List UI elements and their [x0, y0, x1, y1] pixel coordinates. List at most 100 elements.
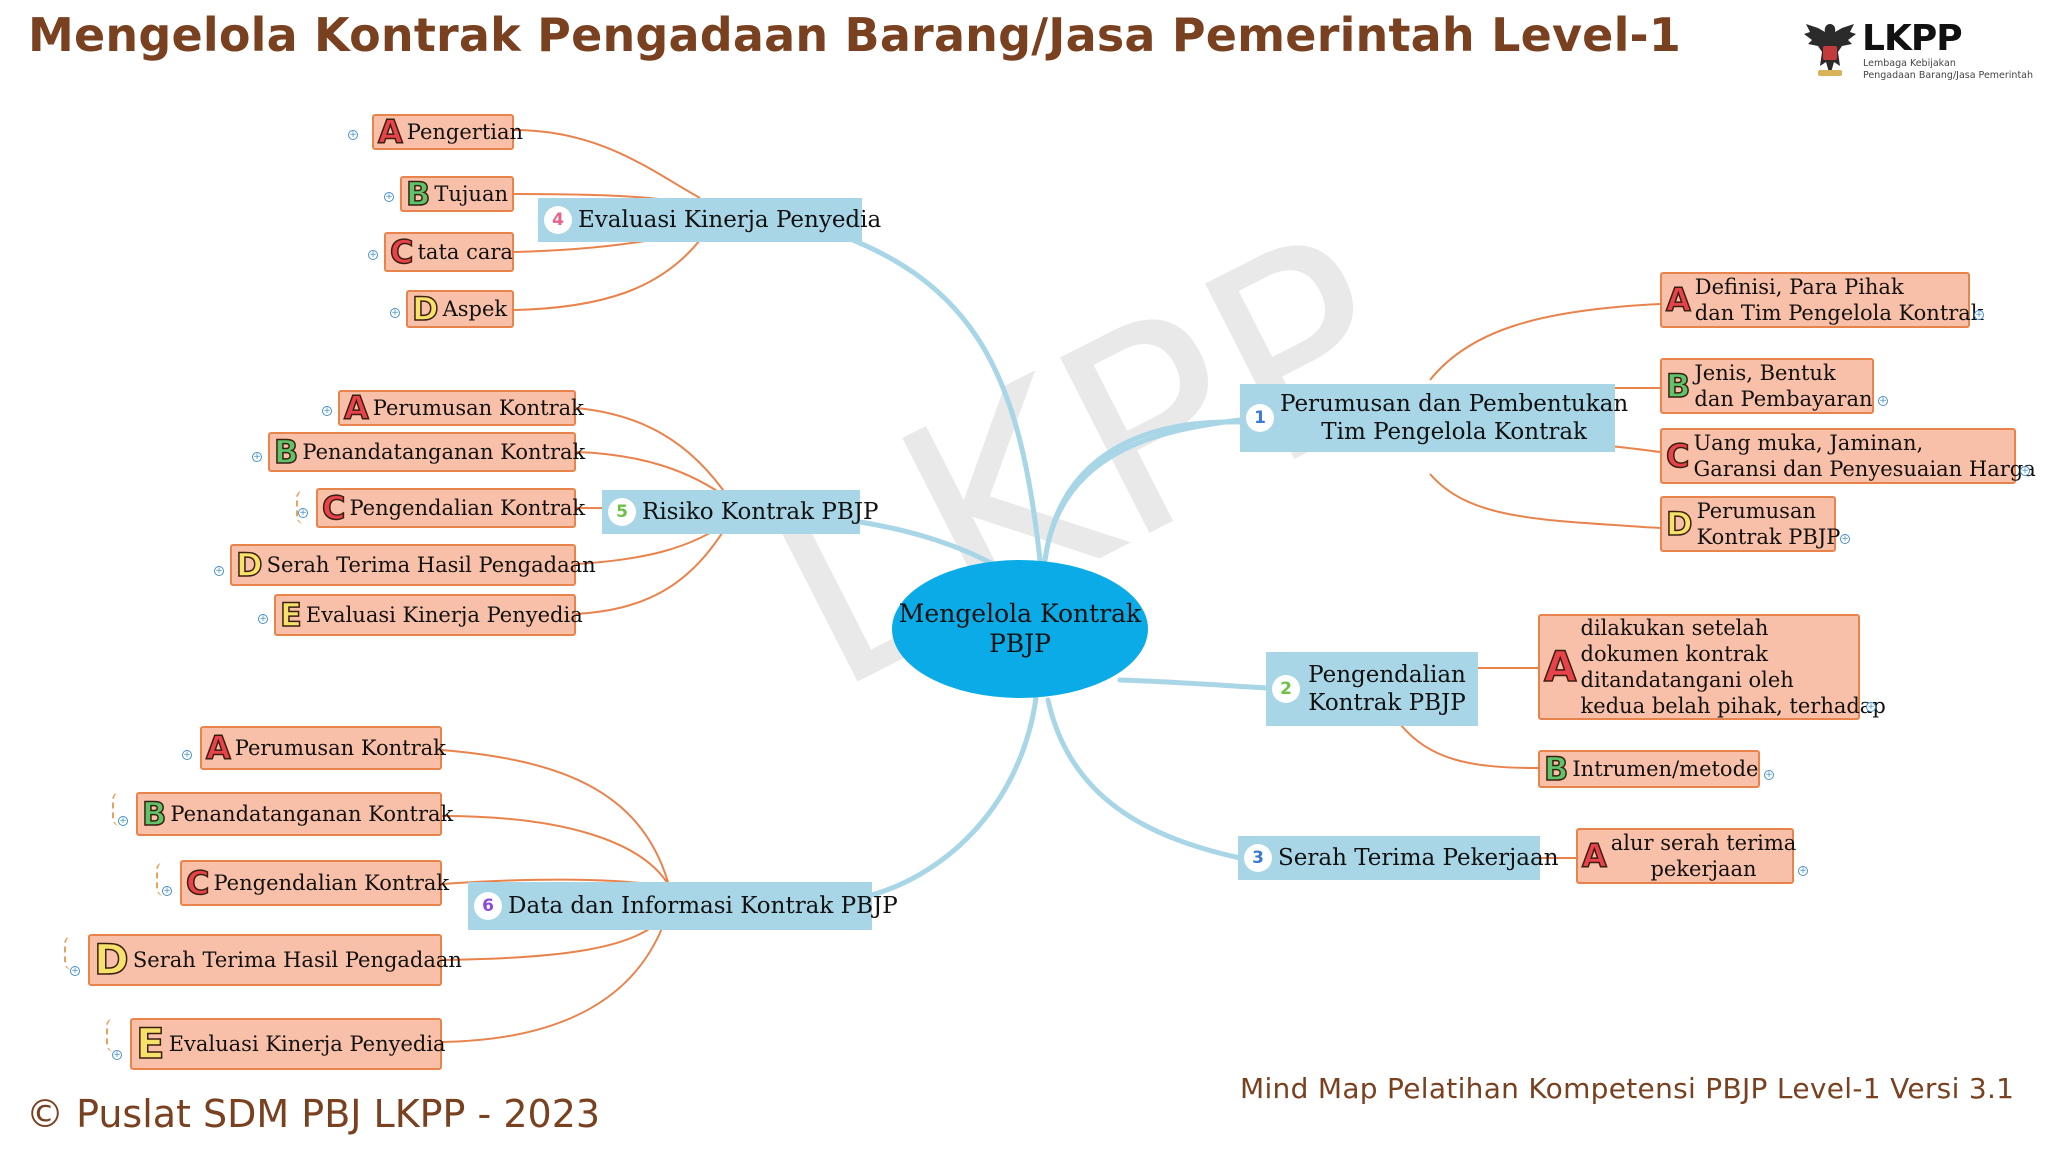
expand-toggle-icon[interactable]	[1764, 770, 1774, 780]
collapse-tail	[106, 1018, 116, 1052]
leaf-5e[interactable]: E Evaluasi Kinerja Penyedia	[274, 594, 583, 636]
letter-c-icon: C	[185, 864, 210, 902]
letter-c-icon: C	[1665, 437, 1690, 475]
leaf-4a[interactable]: A Pengertian	[372, 113, 523, 151]
branch-5-risiko[interactable]: 5 Risiko Kontrak PBJP	[602, 490, 878, 534]
leaf-2b[interactable]: B Intrumen/metode	[1538, 750, 1760, 788]
letter-a-icon: A	[1581, 837, 1607, 875]
letter-b-icon: B	[1543, 750, 1569, 788]
leaf-label: Penandatanganan Kontrak	[302, 440, 586, 464]
expand-toggle-icon[interactable]	[390, 308, 400, 318]
logo-subtitle: Lembaga Kebijakan Pengadaan Barang/Jasa …	[1863, 58, 2034, 81]
expand-toggle-icon[interactable]	[118, 816, 128, 826]
letter-b-icon: B	[141, 795, 167, 833]
leaf-label: Pengendalian Kontrak	[349, 496, 586, 520]
letter-a-icon: A	[205, 729, 231, 767]
leaf-6e[interactable]: E Evaluasi Kinerja Penyedia	[130, 1018, 446, 1070]
letter-d-icon: D	[411, 290, 439, 328]
branch-label: Pengendalian Kontrak PBJP	[1308, 662, 1466, 716]
leaf-label: Serah Terima Hasil Pengadaan	[132, 948, 462, 972]
letter-a-icon: A	[377, 113, 403, 151]
expand-toggle-icon[interactable]	[2020, 466, 2030, 476]
central-topic[interactable]: Mengelola Kontrak PBJP	[892, 560, 1148, 698]
leaf-label: Aspek	[442, 297, 508, 321]
letter-e-icon: E	[279, 596, 302, 634]
leaf-5c[interactable]: C Pengendalian Kontrak	[316, 488, 585, 528]
letter-d-icon: D	[1665, 505, 1693, 543]
branch-label: Perumusan dan Pembentukan Tim Pengelola …	[1280, 391, 1629, 445]
collapse-tail	[64, 936, 74, 970]
leaf-label: Intrumen/metode	[1572, 757, 1759, 781]
leaf-5b[interactable]: B Penandatanganan Kontrak	[268, 432, 585, 472]
leaf-5d[interactable]: D Serah Terima Hasil Pengadaan	[230, 544, 596, 586]
garuda-icon	[1804, 24, 1856, 76]
version-text: Mind Map Pelatihan Kompetensi PBJP Level…	[1240, 1072, 2015, 1105]
letter-b-icon: B	[273, 433, 299, 471]
expand-toggle-icon[interactable]	[258, 614, 268, 624]
expand-toggle-icon[interactable]	[252, 452, 262, 462]
leaf-label: Evaluasi Kinerja Penyedia	[168, 1032, 446, 1056]
letter-b-icon: B	[405, 175, 431, 213]
expand-toggle-icon[interactable]	[162, 886, 172, 896]
leaf-5a[interactable]: A Perumusan Kontrak	[338, 389, 584, 427]
expand-toggle-icon[interactable]	[384, 192, 394, 202]
expand-toggle-icon[interactable]	[1974, 310, 1984, 320]
leaf-label: Serah Terima Hasil Pengadaan	[266, 553, 596, 577]
leaf-1c[interactable]: C Uang muka, Jaminan,Garansi dan Penyesu…	[1660, 428, 2036, 484]
leaf-label: Perumusan Kontrak	[372, 396, 584, 420]
logo-brand: LKPP	[1862, 18, 1963, 59]
branch-number-badge: 2	[1272, 675, 1300, 703]
expand-toggle-icon[interactable]	[1798, 866, 1808, 876]
letter-d-icon: D	[235, 546, 263, 584]
leaf-6d[interactable]: D Serah Terima Hasil Pengadaan	[88, 934, 462, 986]
leaf-label: tata cara	[417, 240, 513, 264]
branch-4-evaluasi[interactable]: 4 Evaluasi Kinerja Penyedia	[538, 198, 881, 242]
letter-a-icon: A	[343, 389, 369, 427]
leaf-label: Pengendalian Kontrak	[213, 871, 450, 895]
leaf-label: Uang muka, Jaminan,Garansi dan Penyesuai…	[1693, 431, 2036, 481]
letter-c-icon: C	[321, 489, 346, 527]
branch-number-badge: 5	[608, 498, 636, 526]
expand-toggle-icon[interactable]	[368, 250, 378, 260]
expand-toggle-icon[interactable]	[322, 406, 332, 416]
branch-number-badge: 1	[1246, 404, 1274, 432]
expand-toggle-icon[interactable]	[298, 508, 308, 518]
expand-toggle-icon[interactable]	[112, 1050, 122, 1060]
letter-e-icon: E	[135, 1019, 165, 1068]
leaf-label: Perumusan Kontrak	[234, 736, 446, 760]
branch-6-data-informasi[interactable]: 6 Data dan Informasi Kontrak PBJP	[468, 882, 898, 930]
leaf-4b[interactable]: B Tujuan	[400, 176, 514, 212]
expand-toggle-icon[interactable]	[1866, 702, 1876, 712]
leaf-6a[interactable]: A Perumusan Kontrak	[200, 726, 446, 770]
letter-a-icon: A	[1543, 642, 1577, 691]
branch-label: Data dan Informasi Kontrak PBJP	[508, 893, 898, 919]
branch-label: Serah Terima Pekerjaan	[1278, 845, 1559, 871]
branch-2-pengendalian[interactable]: 2 Pengendalian Kontrak PBJP	[1266, 652, 1478, 726]
expand-toggle-icon[interactable]	[348, 130, 358, 140]
expand-toggle-icon[interactable]	[70, 966, 80, 976]
expand-toggle-icon[interactable]	[1878, 396, 1888, 406]
leaf-4c[interactable]: C tata cara	[384, 232, 514, 272]
letter-b-icon: B	[1665, 367, 1691, 405]
collapse-tail	[296, 490, 306, 524]
branch-label: Risiko Kontrak PBJP	[642, 499, 879, 525]
expand-toggle-icon[interactable]	[214, 566, 224, 576]
branch-number-badge: 3	[1244, 844, 1272, 872]
leaf-6c[interactable]: C Pengendalian Kontrak	[180, 860, 449, 906]
leaf-4d[interactable]: D Aspek	[406, 290, 514, 328]
expand-toggle-icon[interactable]	[1840, 534, 1850, 544]
page-title: Mengelola Kontrak Pengadaan Barang/Jasa …	[28, 8, 1682, 62]
branch-1-perumusan[interactable]: 1 Perumusan dan Pembentukan Tim Pengelol…	[1240, 384, 1628, 452]
branch-3-serah-terima[interactable]: 3 Serah Terima Pekerjaan	[1238, 836, 1559, 880]
leaf-6b[interactable]: B Penandatanganan Kontrak	[136, 792, 453, 836]
branch-number-badge: 4	[544, 206, 572, 234]
expand-toggle-icon[interactable]	[182, 750, 192, 760]
